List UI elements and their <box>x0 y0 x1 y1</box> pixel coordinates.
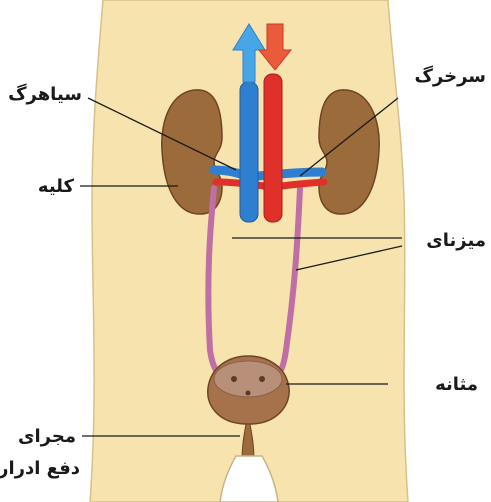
bladder-opening-left <box>231 376 237 382</box>
label-kidney: کلیه <box>38 176 75 197</box>
aorta <box>264 74 282 222</box>
label-ureter: میزنای <box>426 230 486 251</box>
label-vein: سیاهرگ <box>8 83 82 105</box>
label-urethra-line1: مجرای <box>18 426 76 447</box>
label-bladder: مثانه <box>435 374 478 395</box>
right-renal-artery <box>282 182 324 186</box>
vena-cava <box>240 82 258 222</box>
label-artery: سرخرگ <box>415 65 487 87</box>
label-urethra-line2: دفع ادرار <box>0 458 80 479</box>
bladder-opening-right <box>259 376 265 382</box>
bladder-opening-bottom <box>246 391 251 396</box>
